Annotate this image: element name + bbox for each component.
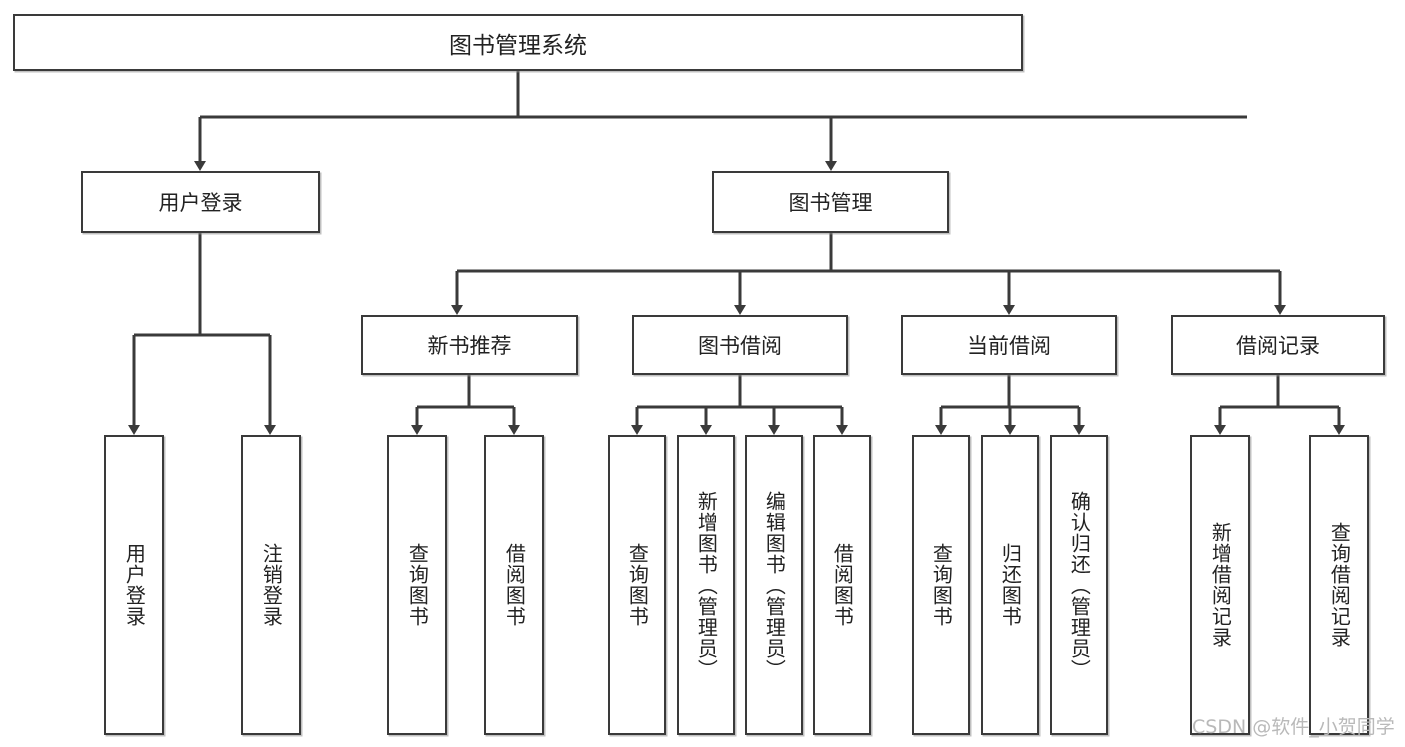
leaf-logout-label: 注销登录 [259,543,284,627]
leaf-user-login[interactable]: 用户登录 [104,435,164,735]
leaf-borrow-book-nb[interactable]: 借阅图书 [484,435,544,735]
leaf-confirm-return-admin[interactable]: 确认归还（管理员） [1050,435,1108,735]
leaf-query-book-bb-label: 查询图书 [625,543,650,627]
node-book-borrow-label: 图书借阅 [698,334,782,358]
leaf-query-book-cb[interactable]: 查询图书 [912,435,970,735]
leaf-add-borrow-record-label: 新增借阅记录 [1208,522,1233,648]
leaf-return-book[interactable]: 归还图书 [981,435,1039,735]
leaf-borrow-book-nb-label: 借阅图书 [502,543,527,627]
leaf-add-book-admin-label: 新增图书（管理员） [694,490,719,680]
leaf-borrow-book-bb[interactable]: 借阅图书 [813,435,871,735]
leaf-add-book-admin[interactable]: 新增图书（管理员） [677,435,735,735]
node-root-label: 图书管理系统 [449,32,587,59]
leaf-logout[interactable]: 注销登录 [241,435,301,735]
node-root[interactable]: 图书管理系统 [13,14,1023,71]
node-new-book-recommend-label: 新书推荐 [427,334,512,358]
node-book-borrow[interactable]: 图书借阅 [632,315,848,375]
leaf-query-book-nb-label: 查询图书 [405,543,430,627]
leaf-borrow-book-bb-label: 借阅图书 [830,543,855,627]
node-current-borrow[interactable]: 当前借阅 [901,315,1117,375]
node-book-manage[interactable]: 图书管理 [712,171,949,233]
leaf-user-login-label: 用户登录 [122,543,147,627]
node-new-book-recommend[interactable]: 新书推荐 [361,315,578,375]
node-user-login[interactable]: 用户登录 [81,171,320,233]
node-borrow-record-label: 借阅记录 [1236,334,1320,358]
leaf-edit-book-admin-label: 编辑图书（管理员） [762,490,787,680]
leaf-confirm-return-admin-label: 确认归还（管理员） [1067,490,1092,680]
node-current-borrow-label: 当前借阅 [967,334,1051,358]
watermark: CSDN @软件_小贺同学 [1192,716,1395,738]
leaf-add-borrow-record[interactable]: 新增借阅记录 [1190,435,1250,735]
node-book-manage-label: 图书管理 [788,191,873,215]
leaf-return-book-label: 归还图书 [998,543,1023,627]
leaf-query-book-nb[interactable]: 查询图书 [387,435,447,735]
node-user-login-label: 用户登录 [158,191,243,215]
leaf-query-borrow-record-label: 查询借阅记录 [1327,522,1352,648]
leaf-query-borrow-record[interactable]: 查询借阅记录 [1309,435,1369,735]
leaf-query-book-cb-label: 查询图书 [929,543,954,627]
leaf-query-book-bb[interactable]: 查询图书 [608,435,666,735]
node-borrow-record[interactable]: 借阅记录 [1171,315,1385,375]
leaf-edit-book-admin[interactable]: 编辑图书（管理员） [745,435,803,735]
